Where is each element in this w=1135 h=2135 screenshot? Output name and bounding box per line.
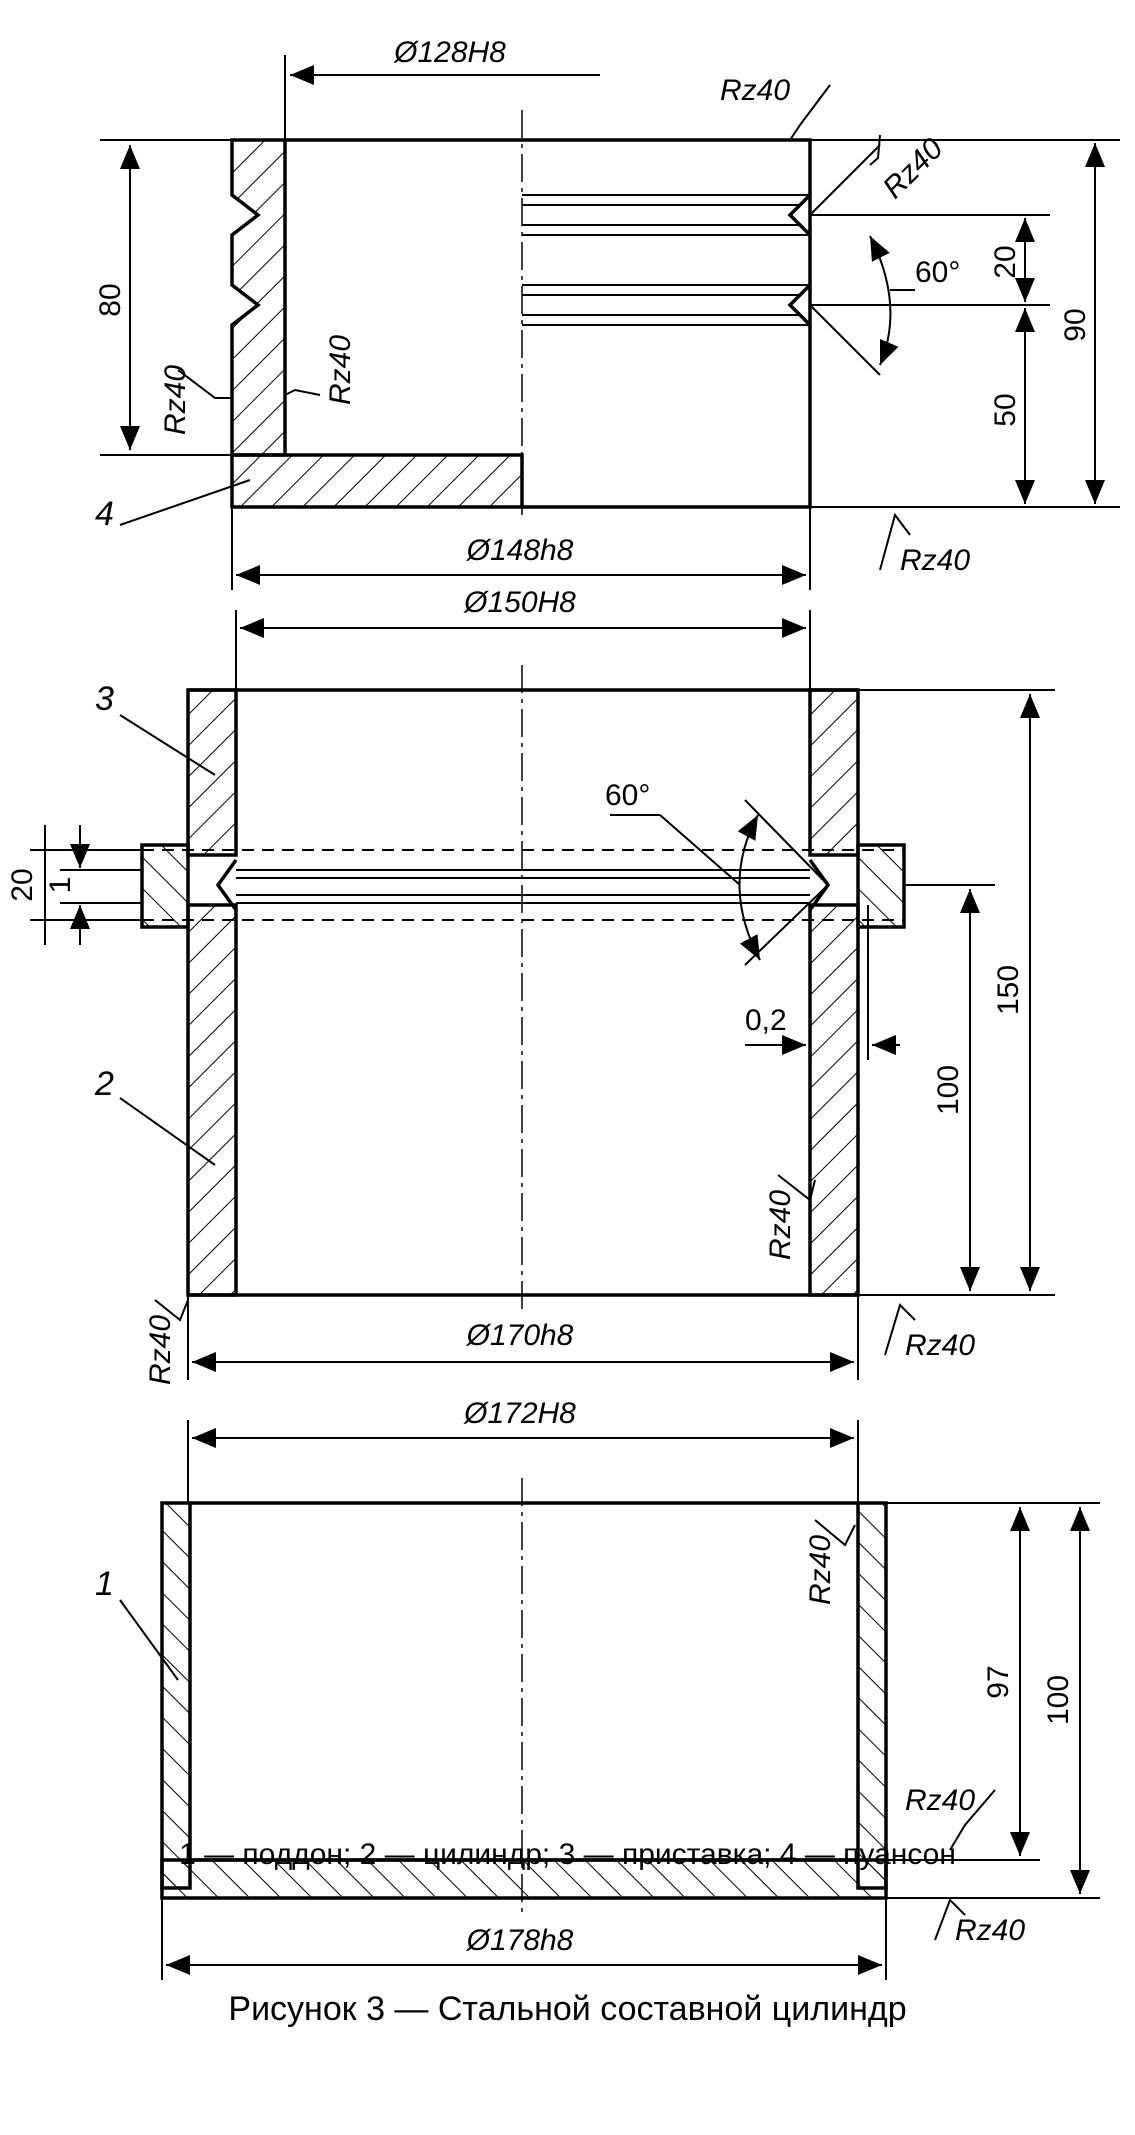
dim-d172: Ø172H8	[463, 1397, 576, 1430]
part-label-2: 2	[94, 1065, 114, 1103]
dim-gap: 0,2	[745, 1004, 787, 1037]
figure-legend: 1 — поддон; 2 — цилиндр; 3 — приставка; …	[179, 1838, 956, 1871]
roughness-mark: Rz40	[900, 544, 970, 577]
roughness-mark: Rz40	[877, 132, 950, 205]
dim-angle2: 60°	[605, 779, 650, 812]
roughness-mark: Rz40	[905, 1784, 975, 1817]
dim-d150: Ø150H8	[463, 586, 576, 619]
figure-caption: Рисунок 3 — Стальной составной цилиндр	[228, 1990, 907, 2028]
part-4-punch	[230, 110, 812, 515]
roughness-mark: Rz40	[955, 1914, 1025, 1947]
dim-h97: 97	[982, 1665, 1015, 1698]
roughness-mark: Rz40	[144, 1315, 177, 1385]
dim-d148: Ø148h8	[466, 534, 574, 567]
dim-d170: Ø170h8	[466, 1319, 574, 1352]
dim-h20b: 20	[6, 868, 39, 901]
tray-dimensions: Ø172H8 97 100 Ø178h8 1 Rz40 Rz40 Rz40	[95, 1397, 1100, 1980]
punch-base-section	[230, 453, 524, 509]
part-1-tray	[160, 1478, 888, 1915]
roughness-mark: Rz40	[905, 1329, 975, 1362]
dim-h1: 1	[44, 877, 77, 894]
cylinder-dimensions: Ø150H8 150 100 20 1 60° 0,2 Ø17	[6, 586, 1055, 1385]
roughness-mark: Rz40	[159, 365, 192, 435]
dim-h100b: 100	[1042, 1675, 1075, 1725]
roughness-mark: Rz40	[804, 1535, 837, 1605]
roughness-mark: Rz40	[324, 335, 357, 405]
dim-h90: 90	[1059, 308, 1092, 341]
dim-angle1: 60°	[915, 256, 960, 289]
part-label-4: 4	[95, 495, 114, 533]
dim-h20: 20	[989, 245, 1022, 278]
roughness-mark: Rz40	[720, 74, 790, 107]
roughness-mark: Rz40	[764, 1190, 797, 1260]
dim-d178: Ø178h8	[466, 1924, 574, 1957]
part-2-3-cylinder	[140, 665, 906, 1310]
punch-wall-section	[230, 138, 287, 457]
dim-h150: 150	[992, 965, 1025, 1015]
part-label-1: 1	[95, 1565, 114, 1603]
dim-h50: 50	[989, 393, 1022, 426]
dim-h100a: 100	[932, 1065, 965, 1115]
part-label-3: 3	[95, 680, 114, 718]
dim-d128: Ø128H8	[393, 36, 506, 69]
punch-dimensions: Ø128H8 80 20 50 90 60° Ø148h8 4 Rz40 Rz4…	[94, 36, 1120, 590]
dim-h80: 80	[94, 283, 127, 316]
